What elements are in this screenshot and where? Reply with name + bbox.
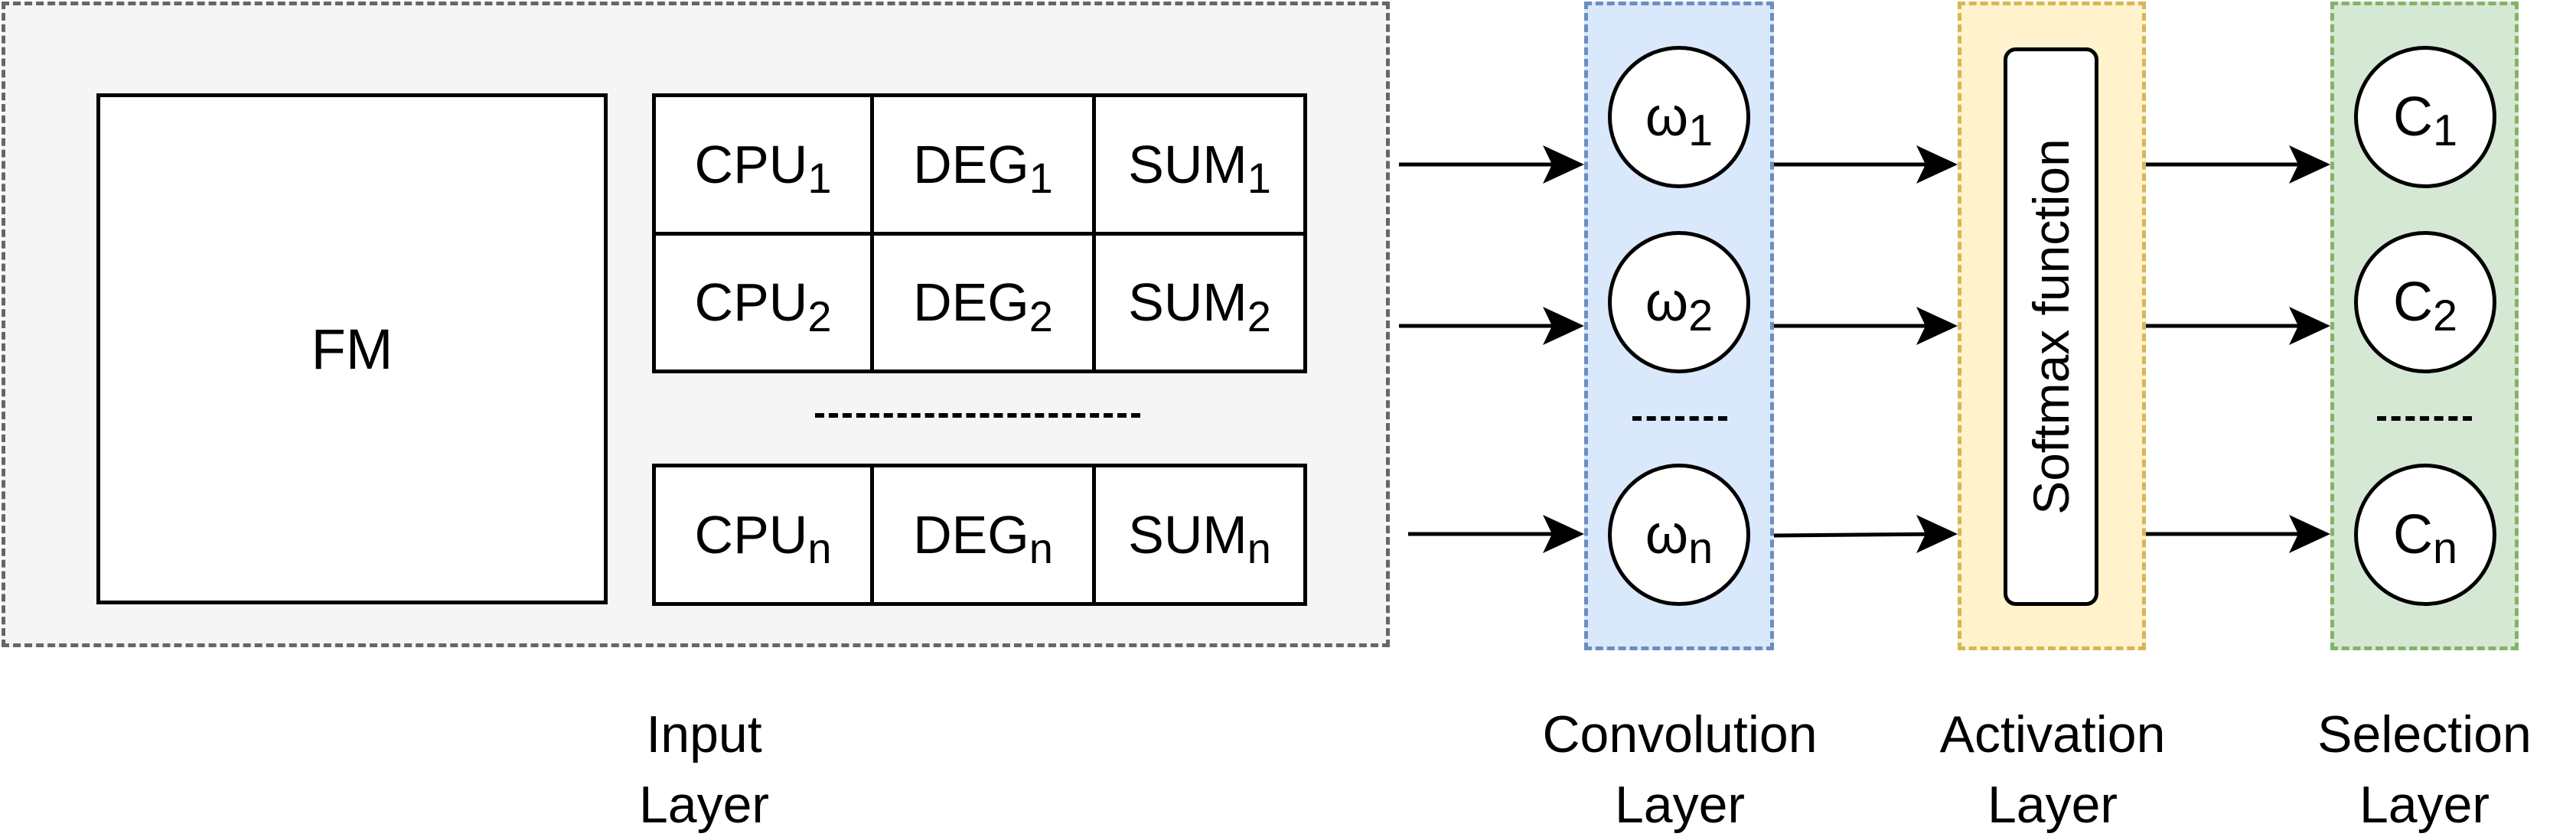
convolution-ellipsis-divider bbox=[1632, 416, 1727, 421]
softmax-function-box: Softmax function bbox=[2004, 47, 2098, 606]
fm-label: FM bbox=[311, 317, 393, 381]
selection-layer-caption: Selection Layer bbox=[2317, 705, 2532, 834]
fm-box: FM bbox=[96, 93, 608, 604]
input-layer-caption: Input Layer bbox=[638, 705, 770, 834]
arrow-omega-n-to-softmax bbox=[1773, 532, 1951, 538]
rows-ellipsis-divider bbox=[815, 413, 1140, 418]
convolution-layer-caption: Convolution Layer bbox=[1542, 705, 1818, 834]
selection-ellipsis-divider bbox=[2377, 416, 2472, 421]
activation-layer-caption: Activation Layer bbox=[1939, 705, 2166, 834]
